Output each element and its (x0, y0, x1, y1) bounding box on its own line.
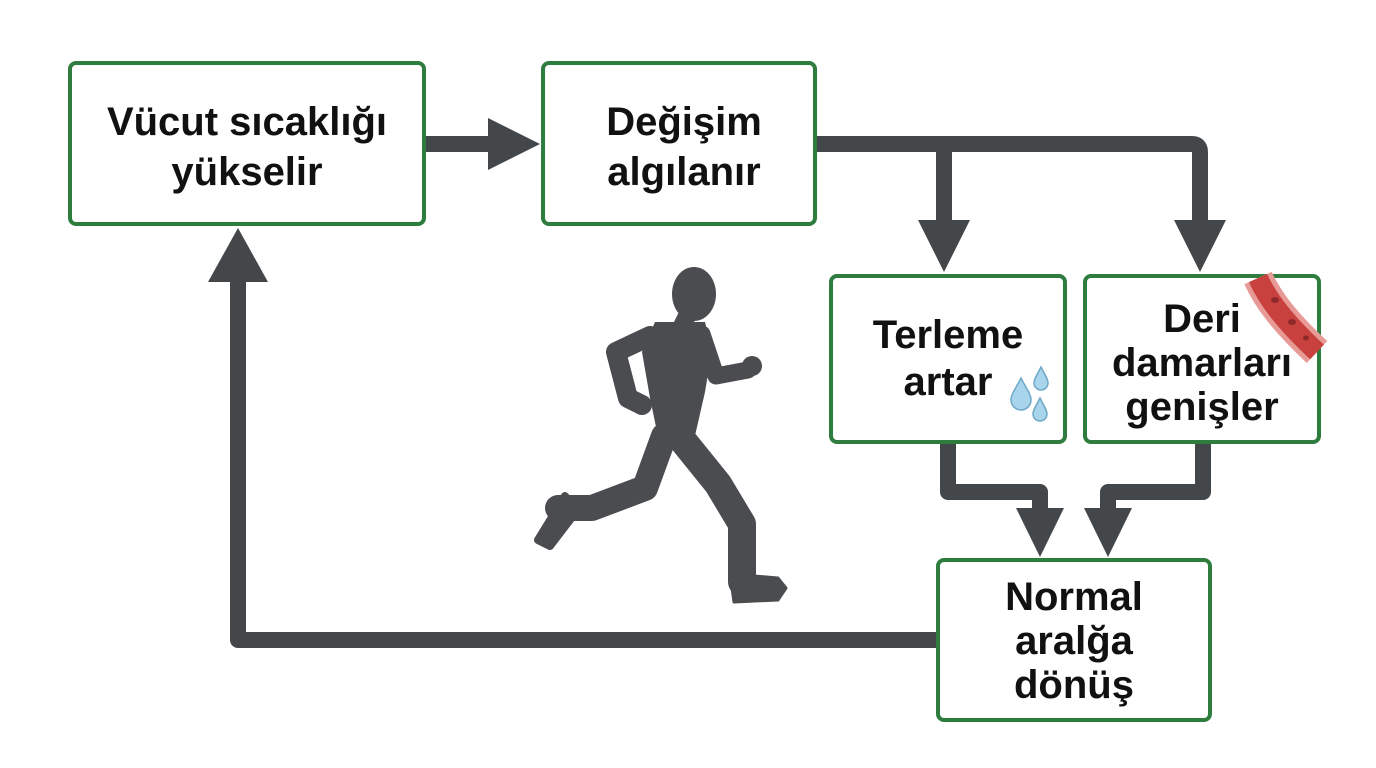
arrowhead-down-vessels (1174, 220, 1226, 272)
box-sweating-line2: artar (904, 360, 993, 404)
arrowhead-right (488, 118, 540, 170)
box-vessels-line1: Deri (1163, 297, 1241, 341)
box-normal-line3: dönüş (1014, 663, 1134, 707)
arrow-change-to-branches (815, 136, 1208, 225)
box-change-detected: Değişim algılanır (541, 61, 817, 226)
box-normal: Normal aralğa dönüş (936, 558, 1212, 722)
feedback-loop-arrow (230, 278, 940, 648)
box-vessels-line2: damarları (1112, 341, 1292, 385)
box-change-detected-line1: Değişim (606, 100, 762, 144)
water-droplet-icon (1010, 365, 1049, 422)
arrowheads (208, 118, 1226, 557)
connectors (230, 136, 1211, 648)
arrow-sweating-to-normal (940, 443, 1048, 512)
arrowhead-down-normal-right (1084, 508, 1132, 557)
box-change-detected-line2: algılanır (607, 150, 760, 194)
arrow-vessels-to-normal (1100, 443, 1211, 512)
box-temp-rise-line1: Vücut sıcaklığı (107, 100, 387, 144)
box-temp-rise: Vücut sıcaklığı yükselir (68, 61, 426, 226)
box-sweating: Terleme artar (829, 274, 1067, 444)
box-vessels: Deri damarları genişler (1083, 271, 1328, 444)
box-normal-line2: aralğa (1015, 619, 1134, 663)
box-normal-line1: Normal (1005, 575, 1143, 619)
box-vessels-line3: genişler (1125, 385, 1278, 429)
arrowhead-down-sweating (918, 220, 970, 272)
arrowhead-up-temp (208, 228, 268, 282)
arrowhead-down-normal-left (1016, 508, 1064, 557)
blood-vessel-icon (1244, 271, 1328, 363)
box-sweating-line1: Terleme (873, 313, 1023, 357)
box-temp-rise-line2: yükselir (171, 150, 322, 194)
runner-icon (534, 267, 788, 604)
